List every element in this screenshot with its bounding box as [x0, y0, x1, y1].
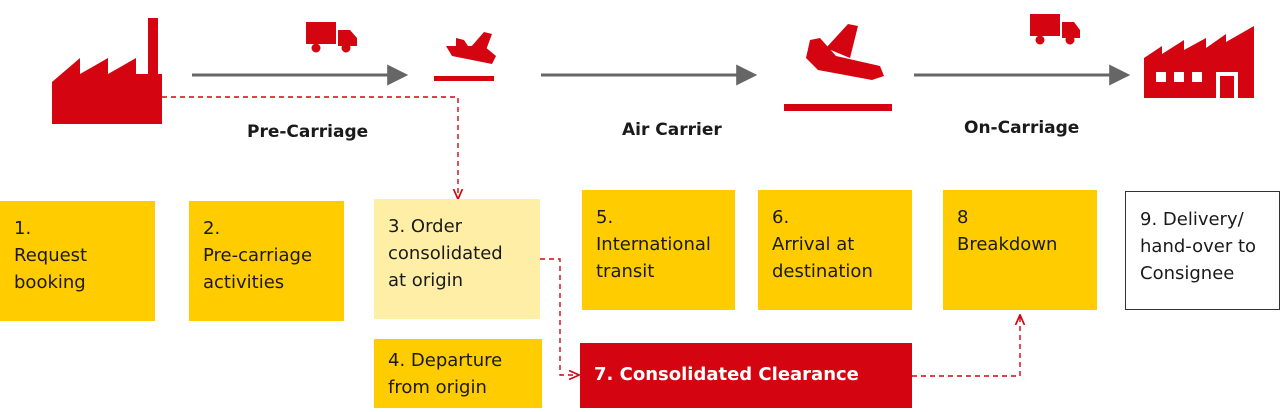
step-text-line: 3. Order — [388, 216, 463, 237]
plane-arrival-icon — [784, 24, 892, 111]
stage-label-air-carrier: Air Carrier — [622, 120, 722, 140]
step-text-line: booking — [14, 272, 86, 293]
step-text-line: 1. — [14, 218, 32, 239]
step-7-consolidated-clearance: 7. Consolidated Clearance — [580, 343, 912, 408]
step-text-line: hand-over to — [1140, 236, 1257, 257]
step-text-line: 8 — [957, 207, 969, 228]
warehouse-icon — [1144, 26, 1254, 98]
step-text-line: Breakdown — [957, 234, 1058, 255]
step-1-request-booking: 1. Request booking — [0, 201, 155, 321]
dashed-connector-clearance-to-breakdown — [912, 316, 1020, 377]
step-text-line: 6. — [772, 207, 790, 228]
stage-label-on-carriage: On-Carriage — [964, 118, 1080, 138]
step-9-delivery-hand-over: 9. Delivery/ hand-over to Consignee — [1125, 191, 1280, 310]
stage-label-pre-carriage: Pre-Carriage — [247, 122, 369, 142]
step-text-line: Pre-carriage — [203, 245, 313, 266]
step-text-line: 7. Consolidated Clearance — [594, 364, 859, 385]
step-3-order-consolidated: 3. Order consolidated at origin — [374, 199, 540, 319]
step-text-line: consolidated — [388, 243, 503, 264]
step-text-line: destination — [772, 261, 873, 282]
step-5-international-transit: 5. International transit — [582, 190, 735, 310]
dashed-connector-order-to-clearance — [540, 258, 578, 375]
dashed-connector-factory-to-consolidation — [162, 96, 458, 198]
step-text-line: International — [596, 234, 711, 255]
step-text-line: Request — [14, 245, 88, 266]
truck-icon — [306, 22, 357, 53]
step-text-line: Consignee — [1140, 263, 1235, 284]
step-text-line: 2. — [203, 218, 221, 239]
step-6-arrival-at-destination: 6. Arrival at destination — [758, 190, 912, 310]
step-text-line: from origin — [388, 377, 487, 398]
step-text-line: Arrival at — [772, 234, 855, 255]
step-text-line: 5. — [596, 207, 614, 228]
plane-departure-icon — [434, 32, 496, 81]
step-4-departure-from-origin: 4. Departure from origin — [374, 339, 542, 408]
step-text-line: transit — [596, 261, 655, 282]
step-text-line: 9. Delivery/ — [1140, 209, 1244, 230]
factory-icon — [52, 18, 162, 124]
step-text-line: at origin — [388, 270, 464, 291]
step-2-pre-carriage-activities: 2. Pre-carriage activities — [189, 201, 344, 321]
truck-icon — [1030, 14, 1080, 45]
step-text-line: activities — [203, 272, 285, 293]
step-text-line: 4. Departure — [388, 350, 503, 371]
step-8-breakdown: 8 Breakdown — [943, 190, 1097, 310]
